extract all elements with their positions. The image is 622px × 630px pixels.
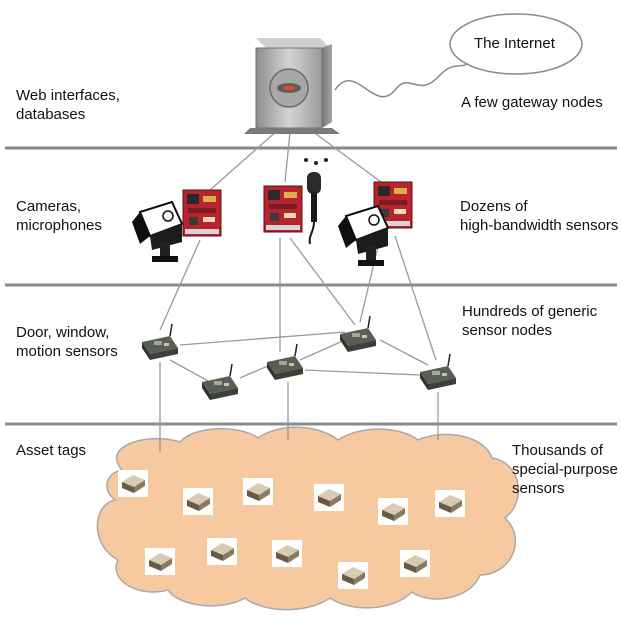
tier-left-label: Asset tags [16,441,86,460]
camera-icon [337,205,389,267]
asset-tag-icon [400,550,430,577]
tier-right-label-line: Thousands of [512,442,603,459]
link [179,331,346,346]
tier-left-label: Web interfaces, databases [16,86,120,124]
asset-tag-icon [243,478,273,505]
sensor-node-icon [419,353,457,391]
link [307,127,386,186]
link [394,235,437,361]
tier-right-label: Hundreds of generic sensor nodes [462,302,597,340]
tier-left-label-line: Cameras, [16,198,82,215]
tier-right-label-line: sensor nodes [462,322,553,339]
microphone-icon [304,158,328,245]
tier-left-label-line: databases [16,106,86,123]
tier-right-label: A few gateway nodes [461,93,603,112]
tier-right-label-line: Dozens of [460,198,528,215]
asset-tag-icon [183,488,213,515]
asset-tag-icon [207,538,237,565]
tier-right-label: Dozens of high-bandwidth sensors [460,197,618,235]
tier-right-label-line: A few gateway nodes [461,94,603,111]
tier-left-label: Cameras, microphones [16,197,102,235]
asset-tag-icon [314,484,344,511]
gateway-server-icon [244,38,340,134]
sensor-node-icon [201,363,239,401]
tier-dividers [5,146,617,426]
camera-icon [131,201,183,263]
asset-tag-icon [118,470,148,497]
link [239,364,271,379]
tier-right-label-line: Hundreds of generic [462,303,598,320]
link [289,237,356,326]
link [359,237,381,323]
internet-label: The Internet [474,35,555,52]
link [379,339,429,366]
asset-tag-icon [378,498,408,525]
tier-right-label-line: high-bandwidth sensors [460,217,619,234]
asset-tag-icon [435,490,465,517]
link [304,369,421,376]
tier-right-label-line: sensors [512,480,565,497]
tier-left-label: Door, window, motion sensors [16,323,118,361]
sensor-node-icon [339,315,377,353]
tier-left-label-line: motion sensors [16,343,118,360]
asset-tag-icon [338,562,368,589]
link [159,239,201,331]
asset-tag-icon [145,548,175,575]
link [284,131,291,183]
sensor-board-icon [182,189,222,237]
asset-tag-cloud [96,426,520,611]
tier-left-label-line: Door, window, [16,324,110,341]
sensor-board-icon [263,185,303,233]
link [299,339,346,361]
tier-left-label-line: Web interfaces, [16,87,120,104]
tier-left-label-line: microphones [16,217,102,234]
link [169,359,211,383]
sensor-node-icon [266,343,304,381]
tier-right-label-line: special-purpose [512,461,618,478]
internet-cloud [449,13,583,75]
asset-tag-icon [272,540,302,567]
internet-link [334,61,471,98]
tier-left-label-line: Asset tags [16,442,87,459]
link [209,129,279,191]
tier-right-label: Thousands of special-purpose sensors [512,441,618,498]
network-links [159,127,439,452]
